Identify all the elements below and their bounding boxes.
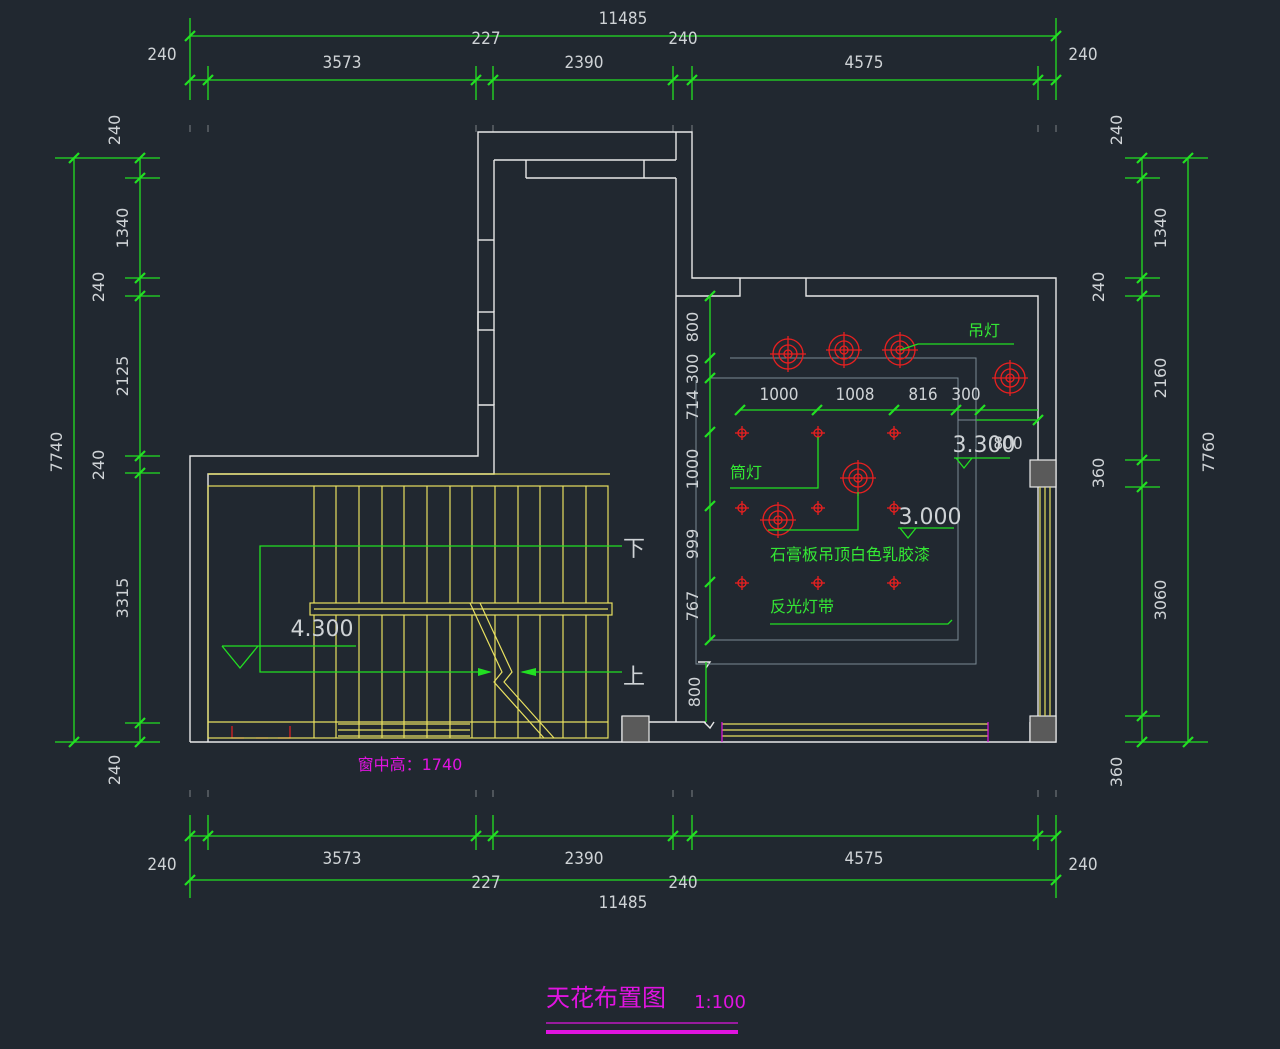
bottom-end-dim-right: 240	[1068, 855, 1097, 875]
room-v-dim-6: 767	[683, 591, 702, 622]
bottom-dimensions: 3573 2390 4575 227 240 11485 240 240	[147, 815, 1098, 913]
right-seg-dim-4: 2160	[1151, 358, 1170, 399]
left-seg-dim-4: 2125	[113, 356, 132, 397]
room-v-dim-3: 714	[683, 390, 702, 421]
door-width-dim: 800	[685, 677, 704, 708]
room-h-dim-1: 1000	[760, 385, 799, 405]
down-light-icon	[735, 426, 749, 440]
stair-arrows: 下 上	[259, 537, 645, 690]
pendant-light-icon	[826, 332, 862, 368]
right-seg-dim-7: 360	[1107, 757, 1126, 788]
pendant-light-icon	[760, 502, 796, 538]
room-v-dim-2: 300	[683, 354, 702, 385]
right-dimensions: 240 1340 240 2160 360 3060 360 7760	[1089, 115, 1218, 788]
drawing-scale: 1:100	[694, 992, 746, 1013]
right-total-dim: 7760	[1199, 432, 1218, 473]
bottom-end-dim-left: 240	[147, 855, 176, 875]
top-seg-dim-1: 3573	[323, 53, 362, 73]
down-light-icon	[887, 426, 901, 440]
walls	[189, 131, 1057, 743]
ceiling-material-label: 石膏板吊顶白色乳胶漆	[770, 545, 930, 564]
pendant-light-icon	[840, 460, 876, 496]
right-seg-dim-1: 240	[1107, 115, 1126, 146]
left-total-dim: 7740	[47, 432, 66, 473]
bottom-seg-dim-3: 4575	[845, 849, 884, 869]
top-total-dim: 11485	[599, 9, 648, 29]
left-seg-dim-5: 240	[89, 450, 108, 481]
upper-ceiling-elevation: 3.300	[953, 433, 1016, 458]
drawing-title: 天花布置图	[546, 984, 666, 1012]
window-height-note: 窗中高：1740	[358, 755, 463, 774]
left-seg-dim-2: 1340	[113, 208, 132, 249]
stair-elevation-mark: 4.300	[221, 617, 356, 670]
down-light-label: 筒灯	[730, 463, 762, 482]
down-light-icon	[811, 501, 825, 515]
room-h-dim-4: 300	[951, 385, 980, 405]
top-end-dim-right: 240	[1068, 45, 1097, 65]
room-h-dim-2: 1008	[836, 385, 875, 405]
down-light-icon	[887, 576, 901, 590]
right-seg-dim-5: 360	[1089, 458, 1108, 489]
bottom-mid-dim-2: 240	[668, 873, 697, 893]
bottom-seg-dim-1: 3573	[323, 849, 362, 869]
left-dimensions: 7740 240 1340 240 2125 240 3315 240	[47, 115, 160, 786]
room-v-dim-5: 999	[683, 529, 702, 560]
left-seg-dim-7: 240	[105, 755, 124, 786]
top-dimensions: 11485 227 240 3573 2390 4575 240 240	[147, 9, 1098, 100]
top-end-dim-left: 240	[147, 45, 176, 65]
down-lights	[735, 426, 901, 590]
stair-down-label: 下	[623, 537, 645, 562]
stairs	[207, 473, 613, 739]
bottom-total-dim: 11485	[599, 893, 648, 913]
pendant-lights	[760, 332, 1028, 538]
stair-elevation: 4.300	[291, 617, 354, 642]
title-block: 天花布置图 1:100	[546, 984, 746, 1034]
left-seg-dim-3: 240	[89, 272, 108, 303]
left-seg-dim-6: 3315	[113, 578, 132, 619]
top-mid-dim-1: 227	[471, 29, 500, 49]
top-seg-dim-2: 2390	[565, 53, 604, 73]
room-v-dim-1: 800	[683, 312, 702, 343]
alignment-ticks	[189, 125, 1057, 797]
pendant-light-icon	[992, 360, 1028, 396]
room-h-dim-3: 816	[908, 385, 937, 405]
bottom-mid-dim-1: 227	[471, 873, 500, 893]
left-seg-dim-1: 240	[105, 115, 124, 146]
down-light-icon	[887, 501, 901, 515]
offset-dim: 800	[993, 434, 1022, 454]
top-mid-dim-2: 240	[668, 29, 697, 49]
right-seg-dim-3: 240	[1089, 272, 1108, 303]
down-light-icon	[735, 501, 749, 515]
room-v-dim-4: 1000	[683, 449, 702, 490]
pendant-light-label: 吊灯	[968, 321, 1000, 340]
right-seg-dim-2: 1340	[1151, 208, 1170, 249]
right-seg-dim-6: 3060	[1151, 580, 1170, 621]
down-light-icon	[735, 576, 749, 590]
pendant-light-icon	[770, 336, 806, 372]
bottom-seg-dim-2: 2390	[565, 849, 604, 869]
light-strip-label: 反光灯带	[770, 597, 834, 616]
top-seg-dim-3: 4575	[845, 53, 884, 73]
annotations: 吊灯 筒灯 石膏板吊顶白色乳胶漆 反光灯带 3.000 3.300	[730, 321, 1016, 625]
stair-up-label: 上	[623, 665, 645, 690]
lower-ceiling-elevation: 3.000	[899, 505, 962, 530]
down-light-icon	[811, 576, 825, 590]
room-dimensions: 800 300 714 1000 999 767 1000 1008 816 3…	[683, 290, 1044, 722]
